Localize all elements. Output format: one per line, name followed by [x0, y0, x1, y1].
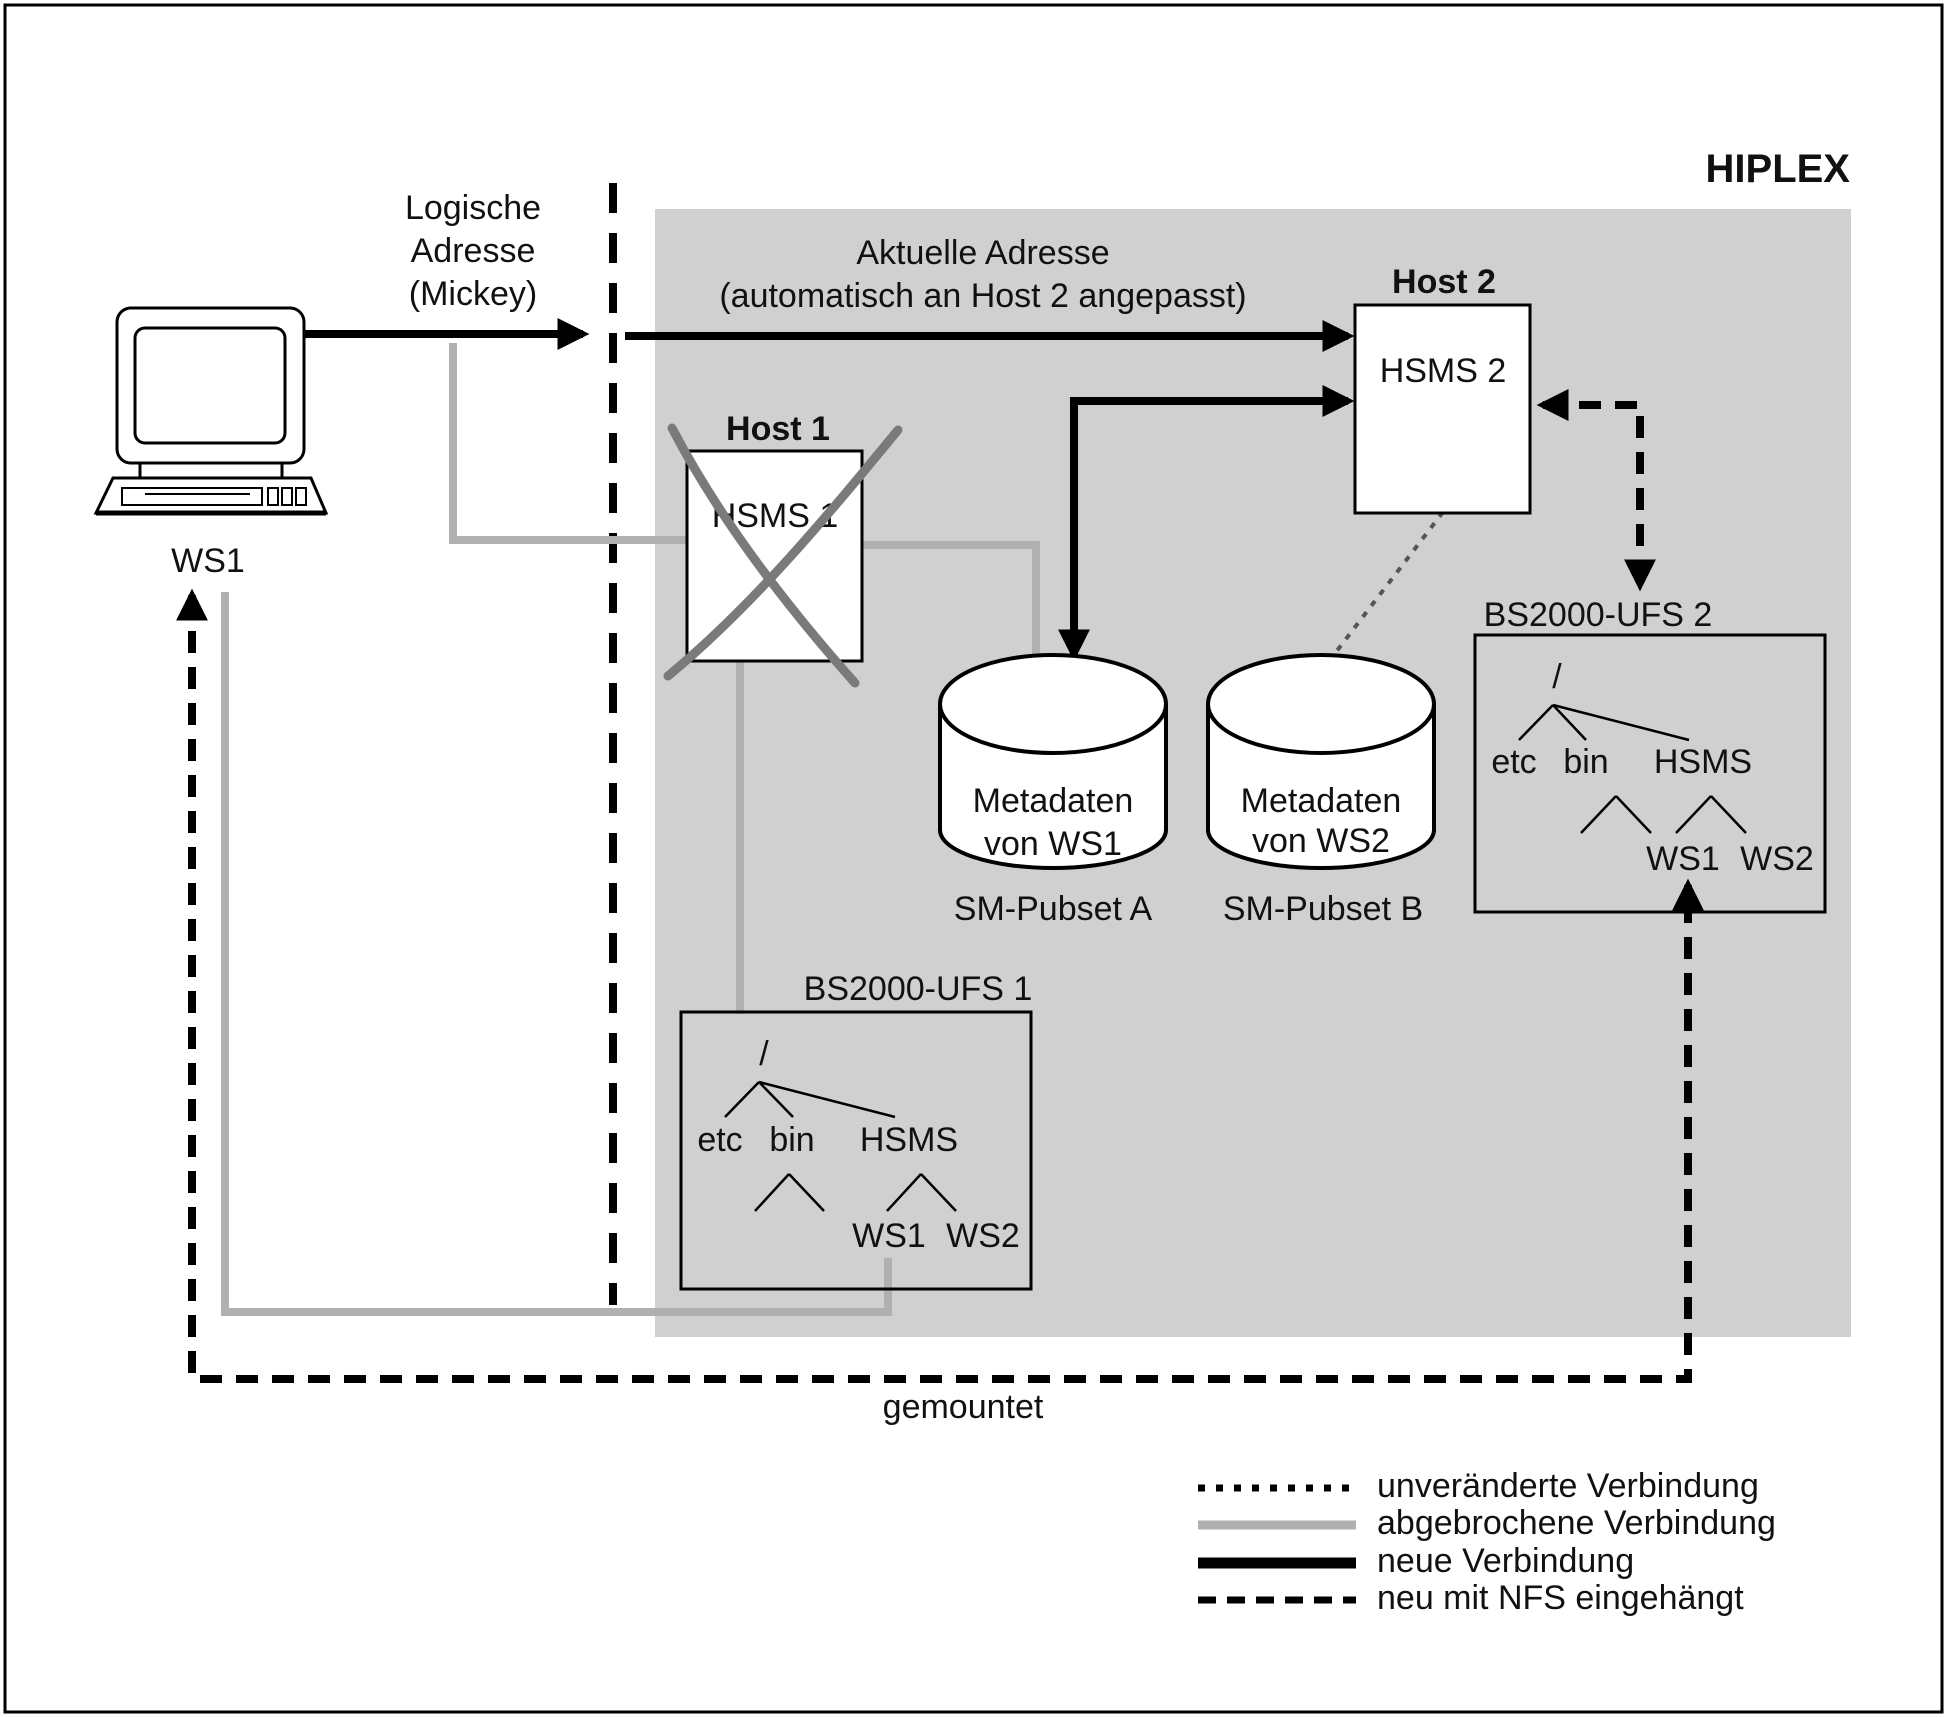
ufs1-box: [679, 1010, 1033, 1291]
svg-text:Metadaten: Metadaten: [1241, 782, 1402, 820]
legend-solid-label: neue Verbindung: [1377, 1542, 1634, 1580]
svg-text:Logische: Logische: [405, 189, 541, 227]
computer-icon: [93, 306, 329, 516]
svg-text:bin: bin: [1563, 743, 1608, 781]
svg-text:/: /: [1552, 658, 1562, 696]
host2-title: Host 2: [1392, 263, 1496, 301]
ufs1-title: BS2000-UFS 1: [804, 970, 1033, 1008]
svg-text:Adresse: Adresse: [411, 232, 536, 270]
failed-cross-icon: [663, 423, 903, 688]
ufs1-tree: / etc bin HSMS WS1 WS2: [697, 1035, 1020, 1255]
svg-text:/: /: [759, 1035, 769, 1073]
svg-text:bin: bin: [769, 1121, 814, 1159]
ufs2-tree: / etc bin HSMS WS1 WS2: [1491, 658, 1814, 878]
ufs2-title: BS2000-UFS 2: [1484, 596, 1713, 634]
svg-text:Metadaten: Metadaten: [973, 782, 1134, 820]
current-address-label: Aktuelle Adresse (automatisch an Host 2 …: [719, 234, 1246, 315]
pubset-a-cylinder: Metadaten von WS1: [938, 653, 1168, 870]
svg-text:etc: etc: [1491, 743, 1536, 781]
svg-text:WS1: WS1: [1646, 840, 1720, 878]
svg-text:HSMS: HSMS: [860, 1121, 958, 1159]
unchanged-connection: [1334, 510, 1445, 654]
new-connections: [304, 318, 1355, 662]
svg-text:von WS2: von WS2: [1252, 822, 1390, 860]
logical-address-label: Logische Adresse (Mickey): [405, 189, 541, 313]
legend: unveränderte Verbindung abgebrochene Ver…: [1198, 1467, 1776, 1617]
svg-text:WS1: WS1: [852, 1217, 926, 1255]
ufs2-box: [1473, 633, 1827, 914]
workstation-label: WS1: [171, 542, 245, 580]
legend-dotted-label: unveränderte Verbindung: [1377, 1467, 1759, 1505]
svg-text:von WS1: von WS1: [984, 825, 1122, 863]
host1-title: Host 1: [726, 410, 830, 448]
pubset-b-cylinder: Metadaten von WS2: [1206, 653, 1436, 870]
hiplex-label: HIPLEX: [1706, 147, 1851, 191]
nfs-connections: [176, 389, 1704, 1383]
svg-text:WS2: WS2: [946, 1217, 1020, 1255]
mounted-label: gemountet: [883, 1388, 1044, 1426]
host2-box: [1353, 303, 1532, 515]
legend-gray-label: abgebrochene Verbindung: [1377, 1504, 1776, 1542]
svg-text:Aktuelle Adresse: Aktuelle Adresse: [856, 234, 1109, 272]
svg-text:(automatisch an Host 2 angepas: (automatisch an Host 2 angepasst): [719, 277, 1246, 315]
host1-box: [685, 449, 864, 663]
pubset-a-caption: SM-Pubset A: [954, 890, 1153, 928]
svg-text:WS2: WS2: [1740, 840, 1814, 878]
host2-box-label: HSMS 2: [1380, 352, 1507, 390]
svg-text:HSMS: HSMS: [1654, 743, 1752, 781]
legend-dashed-label: neu mit NFS eingehängt: [1377, 1579, 1744, 1617]
svg-text:(Mickey): (Mickey): [409, 275, 537, 313]
pubset-b-caption: SM-Pubset B: [1223, 890, 1423, 928]
svg-text:etc: etc: [697, 1121, 742, 1159]
